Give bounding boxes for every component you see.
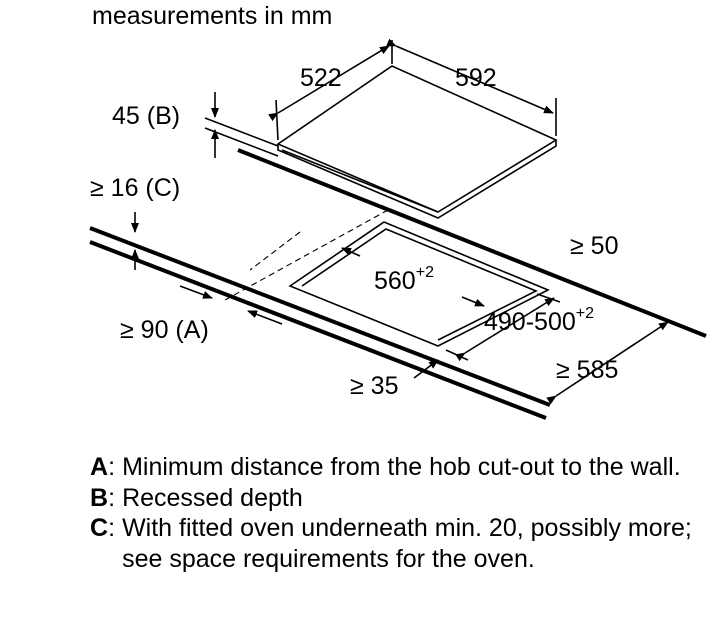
legend-key: B <box>90 483 109 512</box>
hob-dimensions <box>268 38 557 141</box>
recess-depth-paren: ) <box>172 102 180 130</box>
oven-clearance-label: ≥ 16 (C) <box>90 174 180 202</box>
cutout-depth-value: 490-500 <box>484 308 576 336</box>
front-edge-arrow <box>413 359 439 379</box>
heading: measurements in mm <box>92 2 332 30</box>
cutout-depth-tolerance: +2 <box>576 305 594 322</box>
legend-item-b: B: Recessed depth <box>90 483 700 514</box>
installation-diagram: measurements in mm 522 592 45 (B) ≥ 16 (… <box>89 2 707 420</box>
legend-key: A <box>90 453 109 481</box>
cutout-width-value: 560 <box>374 267 416 295</box>
front-edge-label: ≥ 35 <box>350 372 398 400</box>
cutout-width-label: 560+2 <box>374 264 434 295</box>
legend-text: Recessed depth <box>122 483 303 512</box>
worktop-depth-label: ≥ 585 <box>556 356 618 384</box>
wall-distance-paren: ) <box>200 316 208 344</box>
right-clearance-label: ≥ 50 <box>570 232 618 260</box>
oven-clearance-letter: C <box>154 174 172 202</box>
recess-depth-value: 45 ( <box>112 102 156 130</box>
cutout-depth-dimension <box>445 293 561 362</box>
hob-width-label: 592 <box>455 64 497 92</box>
wall-distance-letter: A <box>184 316 201 344</box>
hob-depth-label: 522 <box>300 64 342 92</box>
wall-distance-value: ≥ 90 ( <box>120 316 184 344</box>
recess-depth-dimension <box>204 92 279 158</box>
legend-item-a: A: Minimum distance from the hob cut-out… <box>90 452 700 483</box>
recess-depth-letter: B <box>155 102 172 130</box>
worktop-front-edge <box>89 226 551 420</box>
wall-distance-dimension <box>179 285 283 325</box>
recess-depth-label: 45 (B) <box>112 102 180 130</box>
wall-distance-label: ≥ 90 (A) <box>120 316 209 344</box>
legend: A: Minimum distance from the hob cut-out… <box>90 452 700 574</box>
cutout-width-tolerance: +2 <box>416 264 434 281</box>
legend-key: C <box>90 514 109 542</box>
legend-item-c: C: With fitted oven underneath min. 20, … <box>90 513 700 574</box>
projection-lines <box>224 209 389 301</box>
worktop-depth-arrow <box>546 321 669 405</box>
worktop-back-edge <box>237 148 707 338</box>
oven-clearance-value: ≥ 16 ( <box>90 174 154 202</box>
legend-text: With fitted oven underneath min. 20, pos… <box>122 514 692 573</box>
legend-text: Minimum distance from the hob cut-out to… <box>122 453 681 481</box>
oven-clearance-paren: ) <box>172 174 180 202</box>
cutout-depth-label: 490-500+2 <box>484 305 594 336</box>
